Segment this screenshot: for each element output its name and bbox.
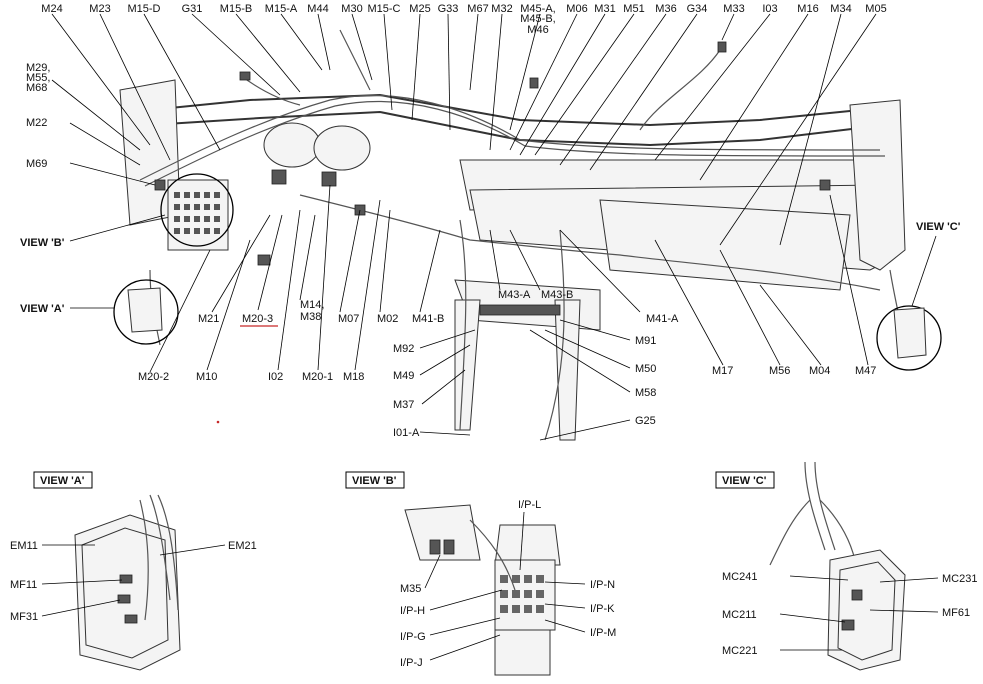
view-c-title: VIEW 'C': [722, 475, 767, 487]
label-mc241: MC241: [722, 571, 757, 583]
label-ip-n: I/P-N: [590, 579, 615, 591]
instrument-panel-assembly: [119, 29, 906, 441]
top-label-m34: M34: [830, 3, 851, 15]
top-label-m36: M36: [655, 3, 676, 15]
bottom-label-g25: G25: [635, 415, 656, 427]
view-a-callout-label: VIEW 'A': [20, 303, 65, 315]
top-label-g33: G33: [438, 3, 459, 15]
top-label-m67: M67: [467, 3, 488, 15]
top-label-m16: M16: [797, 3, 818, 15]
bottom-label-m92: M92: [393, 343, 414, 355]
label-ip-g: I/P-G: [400, 631, 426, 643]
left-label-m69: M69: [26, 158, 47, 170]
top-label-m25: M25: [409, 3, 430, 15]
top-label-i03: I03: [762, 3, 777, 15]
bottom-label-m02: M02: [377, 313, 398, 325]
top-label-m44: M44: [307, 3, 328, 15]
top-label-m45-a: M45-A,: [520, 3, 555, 15]
bottom-label-m58: M58: [635, 387, 656, 399]
bottom-label-m20-2: M20-2: [138, 371, 169, 383]
view-b-title: VIEW 'B': [352, 475, 397, 487]
top-label-m05: M05: [865, 3, 886, 15]
bottom-label-m14: M14,: [300, 299, 324, 311]
bottom-label-m91: M91: [635, 335, 656, 347]
top-label-m31: M31: [594, 3, 615, 15]
top-label-m30: M30: [341, 3, 362, 15]
label-ip-k: I/P-K: [590, 603, 615, 615]
bottom-label-m43-b: M43-B: [541, 289, 573, 301]
top-label-m51: M51: [623, 3, 644, 15]
view-c-callout-label: VIEW 'C': [916, 221, 961, 233]
label-mf11: MF11: [10, 579, 37, 591]
top-label-m32: M32: [491, 3, 512, 15]
top-label-g31: G31: [182, 3, 203, 15]
bottom-label-m38: M38: [300, 311, 321, 323]
label-mf61: MF61: [942, 607, 970, 619]
top-label-m45-b: M45-B,: [520, 13, 555, 25]
bottom-label-m41-a: M41-A: [646, 313, 679, 325]
bottom-label-m18: M18: [343, 371, 364, 383]
view-b-detail: VIEW 'B' I/P-L M35 I/P-N I/P-H I/P-K I/P…: [345, 471, 616, 676]
bottom-label-m04: M04: [809, 365, 830, 377]
bottom-label-m43-a: M43-A: [498, 289, 531, 301]
top-label-m33: M33: [723, 3, 744, 15]
label-mc221: MC221: [722, 645, 757, 657]
bottom-label-m41-b: M41-B: [412, 313, 444, 325]
bottom-label-i02: I02: [268, 371, 283, 383]
view-a-title: VIEW 'A': [40, 475, 85, 487]
bottom-label-m07: M07: [338, 313, 359, 325]
bottom-label-m56: M56: [769, 365, 790, 377]
bottom-label-i01-a: I01-A: [393, 427, 420, 439]
bottom-label-m10: M10: [196, 371, 217, 383]
top-label-m24: M24: [41, 3, 62, 15]
left-label-m68: M68: [26, 82, 47, 94]
label-mf31: MF31: [10, 611, 38, 623]
view-b-callout-label: VIEW 'B': [20, 237, 65, 249]
bottom-label-m47: M47: [855, 365, 876, 377]
view-a-callout-circle: [113, 279, 179, 345]
left-label-m29: M29,: [26, 62, 50, 74]
label-em11: EM11: [10, 540, 38, 552]
top-label-m15-c: M15-C: [367, 3, 400, 15]
top-labels: M24 M23 M15-D G31 M15-B M15-A M44 M30 M15-C M25 G3…: [41, 3, 886, 36]
bottom-label-m50: M50: [635, 363, 656, 375]
view-b-callout-circle: [160, 173, 234, 247]
left-label-m55: M55,: [26, 72, 50, 84]
bottom-label-m17: M17: [712, 365, 733, 377]
label-ip-l: I/P-L: [518, 499, 541, 511]
bottom-label-m20-1: M20-1: [302, 371, 333, 383]
top-label-g34: G34: [687, 3, 708, 15]
top-label-m23: M23: [89, 3, 110, 15]
top-label-m06: M06: [566, 3, 587, 15]
label-ip-m: I/P-M: [590, 627, 616, 639]
bottom-label-m49: M49: [393, 370, 414, 382]
red-dot: [216, 420, 220, 424]
label-m35: M35: [400, 583, 421, 595]
label-mc211: MC211: [722, 609, 757, 621]
bottom-label-m20-3: M20-3: [242, 313, 273, 325]
left-label-m22: M22: [26, 117, 47, 129]
top-label-m15-b: M15-B: [220, 3, 252, 15]
view-c-detail: VIEW 'C' MC241 MC231 MC211 MF61 MC221: [715, 461, 977, 671]
label-em21: EM21: [228, 540, 257, 552]
label-ip-j: I/P-J: [400, 657, 423, 669]
bottom-labels: M21 M20-3 M14,M38 M07 M02 M41-B M43-A M43-B M41-…: [138, 289, 876, 439]
top-label-m46: M46: [527, 24, 548, 36]
view-c-callout-circle: [876, 305, 942, 371]
label-ip-h: I/P-H: [400, 605, 425, 617]
bottom-label-m21: M21: [198, 313, 219, 325]
label-mc231: MC231: [942, 573, 977, 585]
top-label-m15-a: M15-A: [265, 3, 298, 15]
bottom-label-m37: M37: [393, 399, 414, 411]
top-label-m15-d: M15-D: [127, 3, 160, 15]
view-a-detail: VIEW 'A' EM11 EM21 MF11 MF31: [10, 471, 257, 671]
